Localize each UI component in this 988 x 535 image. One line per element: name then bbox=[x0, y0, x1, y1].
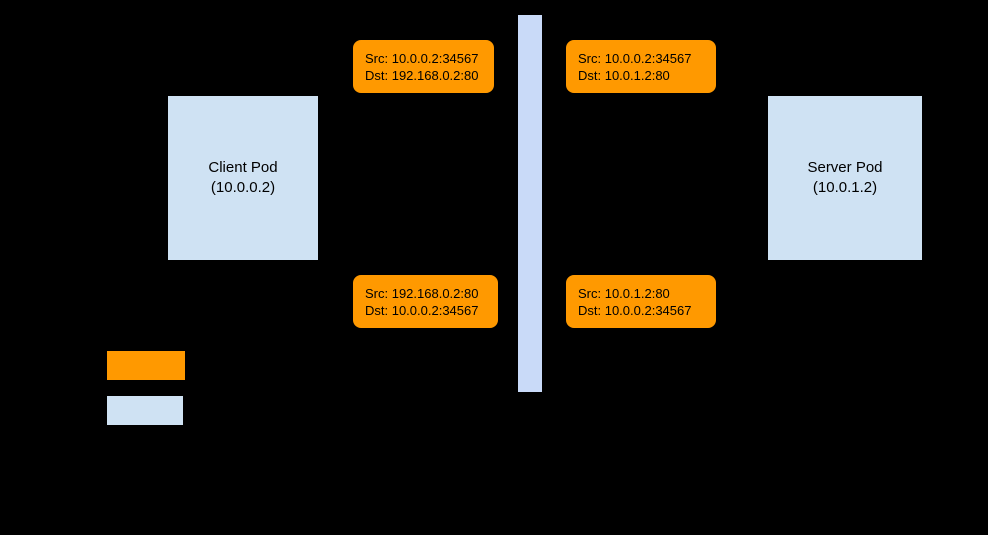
packet-label-bottom-left: Src: 192.168.0.2:80 Dst: 10.0.0.2:34567 bbox=[353, 275, 498, 328]
packet-dst-line: Dst: 10.0.0.2:34567 bbox=[578, 303, 692, 318]
packet-src-line: Src: 10.0.1.2:80 bbox=[578, 286, 670, 301]
legend-swatch-packet bbox=[107, 351, 185, 380]
client-pod-title: Client Pod bbox=[208, 159, 278, 176]
node-boundary-bar bbox=[518, 15, 542, 392]
server-pod-box: Server Pod (10.0.1.2) bbox=[768, 96, 922, 260]
client-pod-ip: (10.0.0.2) bbox=[210, 179, 276, 196]
client-pod-box: Client Pod (10.0.0.2) bbox=[168, 96, 318, 260]
packet-src-line: Src: 192.168.0.2:80 bbox=[365, 286, 479, 301]
legend-swatch-pod bbox=[107, 396, 183, 425]
server-pod-ip: (10.0.1.2) bbox=[812, 179, 878, 196]
packet-dst-line: Dst: 10.0.0.2:34567 bbox=[365, 303, 479, 318]
packet-src-line: Src: 10.0.0.2:34567 bbox=[365, 51, 479, 66]
packet-dst-line: Dst: 192.168.0.2:80 bbox=[365, 68, 479, 83]
packet-label-top-right: Src: 10.0.0.2:34567 Dst: 10.0.1.2:80 bbox=[566, 40, 716, 93]
packet-dst-line: Dst: 10.0.1.2:80 bbox=[578, 68, 670, 83]
packet-label-top-left: Src: 10.0.0.2:34567 Dst: 192.168.0.2:80 bbox=[353, 40, 494, 93]
server-pod-title: Server Pod bbox=[807, 159, 883, 176]
packet-label-bottom-right: Src: 10.0.1.2:80 Dst: 10.0.0.2:34567 bbox=[566, 275, 716, 328]
packet-src-line: Src: 10.0.0.2:34567 bbox=[578, 51, 692, 66]
